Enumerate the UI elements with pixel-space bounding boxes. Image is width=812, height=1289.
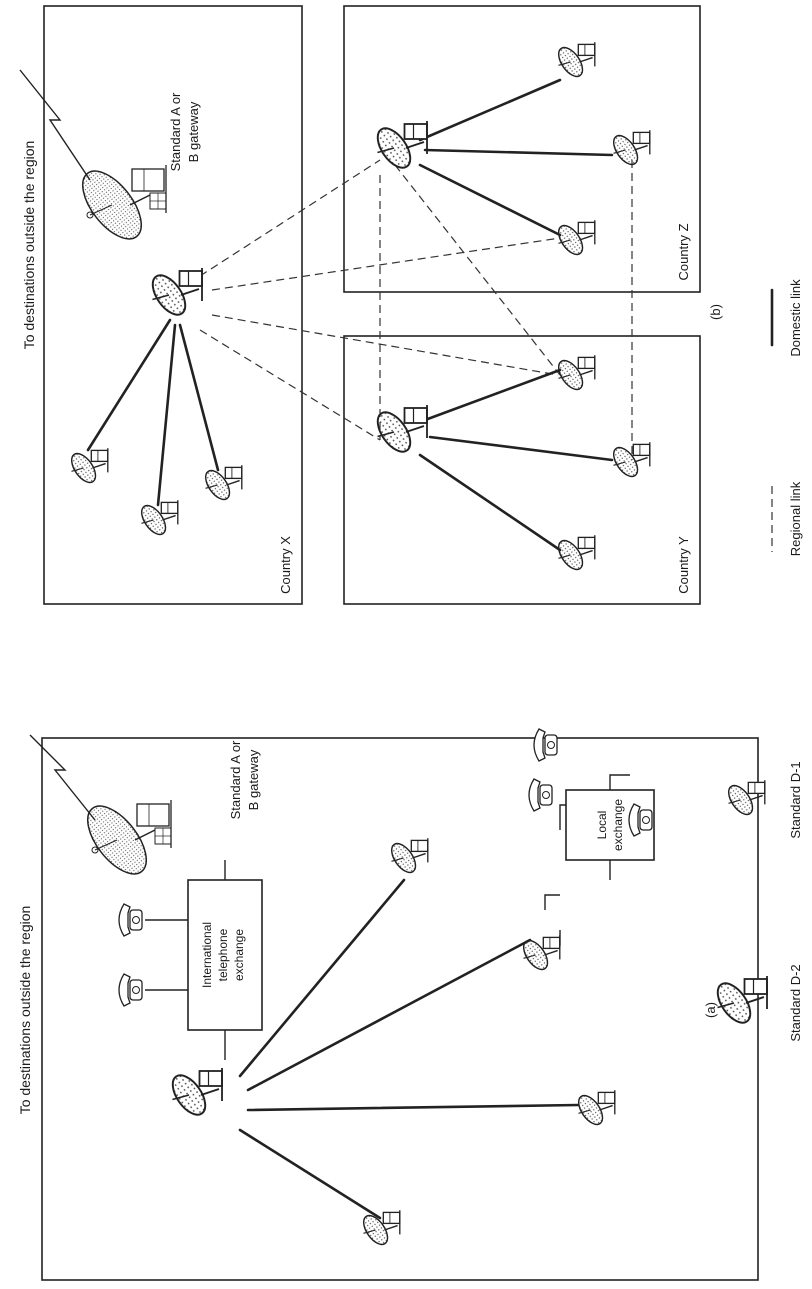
link-hub-to-station-4 bbox=[238, 878, 406, 1078]
intl-exchange-line-2: telephone bbox=[216, 928, 230, 981]
country-x-label: Country X bbox=[278, 536, 293, 594]
domestic-x-3 bbox=[178, 323, 220, 472]
panel-b: To destinations outside the region Stand… bbox=[19, 5, 723, 605]
legend-standard-d1-label: Standard D-1 bbox=[788, 761, 803, 838]
country-y-frame bbox=[343, 335, 701, 605]
station-z-1 bbox=[553, 41, 596, 82]
domestic-y-1 bbox=[423, 368, 562, 422]
country-y-label: Country Y bbox=[676, 536, 691, 594]
legend-standard-d2-label: Standard D-2 bbox=[788, 964, 803, 1041]
panel-a-gateway-label-1: Standard A or bbox=[228, 740, 243, 819]
country-z-label: Country Z bbox=[676, 223, 691, 280]
regional-x-to-y-hub bbox=[199, 329, 381, 441]
station-hub-a bbox=[165, 1067, 223, 1122]
domestic-x-2 bbox=[156, 323, 177, 507]
station-y-1 bbox=[553, 354, 596, 395]
panel-b-gateway-label-1: Standard A or bbox=[168, 92, 183, 171]
station-a-1 bbox=[358, 1209, 401, 1250]
link-hub-to-station-1 bbox=[238, 1128, 382, 1220]
domestic-z-2 bbox=[423, 148, 614, 157]
station-local-a bbox=[518, 934, 561, 975]
station-y-3 bbox=[553, 534, 596, 575]
panel-a: International telephone exchange Local e… bbox=[17, 728, 759, 1281]
panel-a-outside-label: To destinations outside the region bbox=[17, 906, 33, 1115]
regional-x-to-y-station bbox=[211, 314, 559, 376]
panel-a-caption: (a) bbox=[703, 1002, 718, 1018]
station-hub-x bbox=[145, 267, 203, 322]
intl-exchange-line-3: exchange bbox=[232, 929, 246, 981]
phone-intl-2 bbox=[118, 903, 143, 937]
domestic-y-2 bbox=[428, 435, 614, 462]
gateway-station-a bbox=[75, 795, 172, 885]
intl-exchange-box: International telephone exchange bbox=[187, 879, 263, 1031]
legend-regional-link-label: Regional link bbox=[788, 481, 803, 556]
domestic-z-3 bbox=[418, 163, 562, 237]
legend-domestic-link-label: Domestic link bbox=[788, 279, 803, 357]
country-x-frame bbox=[43, 5, 303, 605]
phone-local-3 bbox=[533, 728, 558, 762]
station-a-2 bbox=[573, 1089, 616, 1130]
local-exchange-line-1: Local bbox=[595, 811, 609, 840]
station-x-3 bbox=[200, 464, 243, 505]
station-z-3 bbox=[553, 219, 596, 260]
local-exchange-line-2: exchange bbox=[611, 799, 625, 851]
link-hub-to-station-2 bbox=[246, 1103, 580, 1112]
outside-link-zigzag-a bbox=[29, 734, 96, 821]
panel-a-gateway-label-2: B gateway bbox=[246, 749, 261, 810]
panel-b-gateway-label-2: B gateway bbox=[186, 101, 201, 162]
wire-local-phone-1 bbox=[544, 894, 560, 910]
local-exchange-box: Local exchange bbox=[565, 789, 655, 861]
country-z-frame bbox=[343, 5, 701, 293]
regional-x-to-z-hub bbox=[199, 159, 381, 277]
panel-b-outside-label: To destinations outside the region bbox=[21, 141, 37, 350]
panel-b-caption: (b) bbox=[708, 304, 723, 320]
regional-x-to-z-station bbox=[211, 237, 561, 291]
intl-exchange-line-1: International bbox=[200, 922, 214, 988]
station-x-1 bbox=[66, 447, 109, 488]
regional-z-hub-to-y-station bbox=[394, 164, 561, 376]
station-a-4 bbox=[386, 837, 429, 878]
station-y-2 bbox=[608, 441, 651, 482]
phone-intl-1 bbox=[118, 973, 143, 1007]
link-hub-to-station-3 bbox=[246, 938, 532, 1092]
domestic-x-1 bbox=[86, 318, 172, 452]
station-hub-z bbox=[370, 120, 428, 175]
domestic-z-1 bbox=[418, 78, 562, 142]
phone-local-1 bbox=[528, 778, 553, 812]
outside-link-zigzag-b bbox=[19, 69, 91, 181]
station-z-2 bbox=[608, 129, 651, 170]
legend: Standard D-2 Standard D-1 Regional link … bbox=[710, 279, 803, 1042]
domestic-y-3 bbox=[418, 453, 562, 552]
panel-a-frame bbox=[41, 737, 759, 1281]
